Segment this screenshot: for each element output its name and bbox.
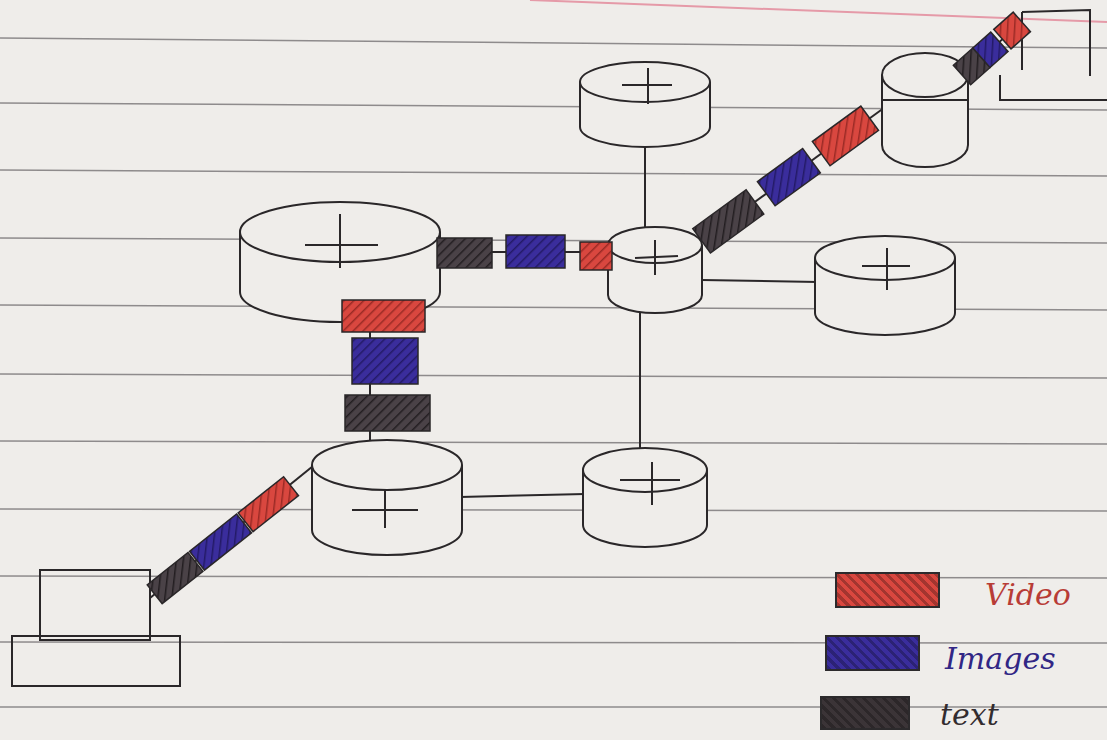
packet-train	[953, 12, 1030, 85]
margin-line	[530, 0, 1107, 22]
legend-swatch	[835, 572, 940, 608]
packets	[147, 12, 1030, 604]
router	[580, 62, 710, 147]
packet-train	[437, 235, 612, 270]
routers	[240, 53, 968, 555]
router	[882, 53, 968, 167]
packet-train	[342, 300, 430, 431]
router	[312, 440, 462, 555]
router	[815, 236, 955, 335]
legend-label: Video	[985, 578, 1071, 611]
router	[583, 448, 707, 547]
legend-label: Images	[945, 642, 1056, 675]
legend-swatch	[825, 635, 920, 671]
legend-label: text	[940, 698, 999, 731]
paper-lines	[0, 38, 1107, 707]
packet-train	[147, 477, 298, 604]
packet-train	[693, 106, 879, 253]
legend-swatch	[820, 696, 910, 730]
links	[150, 22, 1022, 598]
router	[608, 227, 702, 313]
